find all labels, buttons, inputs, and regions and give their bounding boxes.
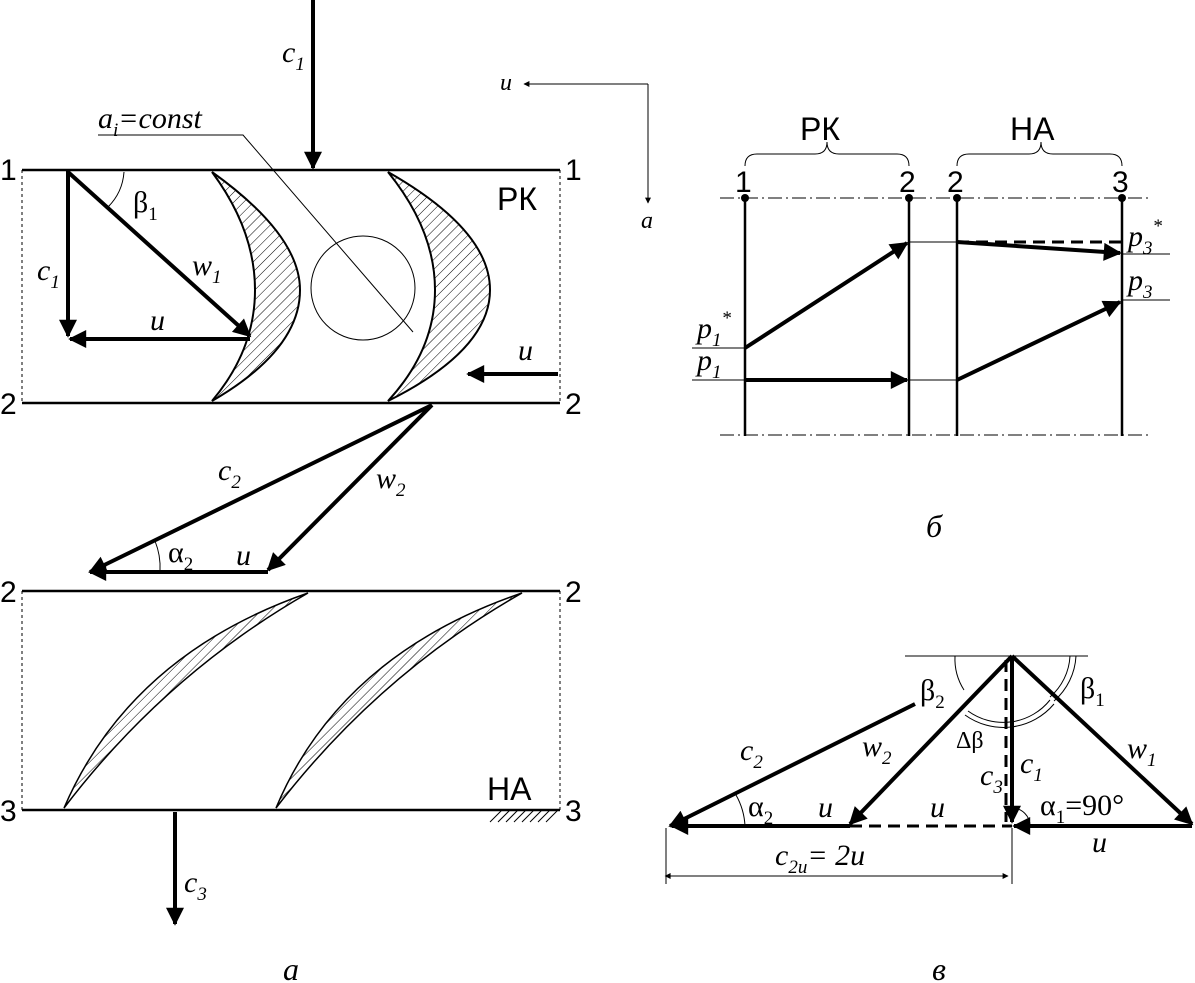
- c2-label: c2: [218, 454, 241, 493]
- caption-b: б: [926, 508, 943, 544]
- ground-hatch: [489, 809, 559, 823]
- axis-u-label: u: [500, 70, 512, 96]
- w1-arrow: [66, 170, 252, 338]
- w2-arrow: [266, 403, 434, 572]
- rotor-label: РК: [497, 181, 537, 217]
- station-2b-dot: [953, 194, 961, 202]
- section-3-right-label: 3: [565, 795, 582, 828]
- beta1-label: β1: [133, 186, 158, 225]
- station-3-dot: [1118, 194, 1126, 202]
- panel-a-cascade: c1 ai=const 1 1 2 2 РК β1 w1 c1 u u u a: [0, 0, 653, 983]
- ai-const-label: ai=const: [98, 102, 203, 141]
- static-pressure-stator: [956, 300, 1122, 382]
- beta1-label-v: β1: [1080, 672, 1105, 711]
- delta-beta-label: Δβ: [956, 728, 984, 754]
- w2-arrow-v: [848, 654, 1014, 826]
- c3-outlet-label: c3: [184, 866, 207, 905]
- total-pressure-stator: [956, 240, 1122, 261]
- axis-a-label: a: [641, 208, 653, 234]
- alpha2-arc-a: [154, 540, 161, 572]
- w1-label-v: w1: [1127, 732, 1157, 771]
- panel-v-combined-triangle: β2 β1 c2 w2 Δβ c3 c1 w1 α2 u u α1=90° u …: [664, 654, 1194, 983]
- alpha2-label-v: α2: [748, 790, 773, 829]
- alpha1-arc-v: [1011, 807, 1031, 827]
- u-bottom-label-v: u: [1092, 826, 1107, 859]
- station-2a-dot: [905, 194, 913, 202]
- w1-arrow-v: [1010, 654, 1194, 826]
- section-2-left-label: 2: [0, 388, 17, 421]
- station-3-label: 3: [1112, 166, 1129, 199]
- p1-star-label: p1*: [695, 308, 732, 351]
- beta2-label-v: β2: [920, 674, 945, 713]
- station-1-dot: [741, 194, 749, 202]
- station-1-label: 1: [735, 166, 752, 199]
- station-2a-label: 2: [899, 166, 916, 199]
- p1-label: p1: [695, 344, 722, 383]
- throat-circle: [310, 235, 416, 341]
- c1-label-v: c1: [1020, 747, 1043, 786]
- u-outlet-label: u: [236, 539, 251, 572]
- section-2-stator-right-label: 2: [565, 576, 582, 609]
- c3-label-v: c3: [980, 759, 1003, 798]
- na-label: НА: [1010, 111, 1055, 147]
- c1-inlet-label: c1: [282, 36, 305, 75]
- stator-label: НА: [487, 771, 532, 807]
- w1-label: w1: [192, 249, 222, 288]
- ai-leader-line: [98, 134, 414, 333]
- w2-label: w2: [376, 462, 406, 501]
- section-2-stator-left-label: 2: [0, 576, 17, 609]
- na-brace: [956, 141, 1123, 167]
- rk-label: РК: [800, 111, 840, 147]
- alpha1-label-v: α1=90°: [1040, 789, 1124, 828]
- section-2-right-label: 2: [565, 388, 582, 421]
- u-inlet-label: u: [150, 304, 165, 337]
- total-pressure-rise-rotor: [743, 241, 909, 350]
- delta-beta-arc-outer: [964, 703, 1055, 728]
- alpha2-label: α2: [168, 536, 193, 575]
- section-1-right-label: 1: [565, 154, 582, 187]
- u-mid-label-v: u: [930, 791, 945, 824]
- delta-beta-arc: [967, 699, 1051, 723]
- c2-label-v: c2: [740, 734, 763, 773]
- station-2b-label: 2: [947, 166, 964, 199]
- c2-arrow-v: [668, 702, 916, 828]
- rk-brace: [744, 141, 910, 167]
- u-left-label-v: u: [818, 791, 833, 824]
- beta1-arc-v: [1049, 655, 1071, 698]
- section-1-left-label: 1: [0, 154, 17, 187]
- rotor-blade-1: [211, 171, 302, 402]
- beta2-arc-v: [954, 655, 965, 691]
- stator-blade-1: [63, 592, 309, 809]
- p3-star-label: p3*: [1126, 216, 1163, 259]
- caption-v: в: [932, 951, 946, 983]
- c2u-label: c2u= 2u: [775, 839, 865, 878]
- caption-a: а: [283, 951, 299, 983]
- c2-arrow: [88, 403, 433, 574]
- c1-small-label: c1: [37, 254, 60, 293]
- w2-label-v: w2: [862, 730, 892, 769]
- section-3-left-label: 3: [0, 795, 17, 828]
- p3-label: p3: [1126, 264, 1153, 303]
- alpha2-arc-v: [735, 794, 746, 827]
- beta1-arc: [107, 171, 125, 208]
- panel-b-pressure-diagram: РК НА 1 2 2 3 p1* p1 p3* p3: [692, 111, 1170, 544]
- u-right-label: u: [518, 334, 533, 367]
- rotor-blade-2: [387, 171, 492, 402]
- stator-blade-2: [275, 592, 523, 809]
